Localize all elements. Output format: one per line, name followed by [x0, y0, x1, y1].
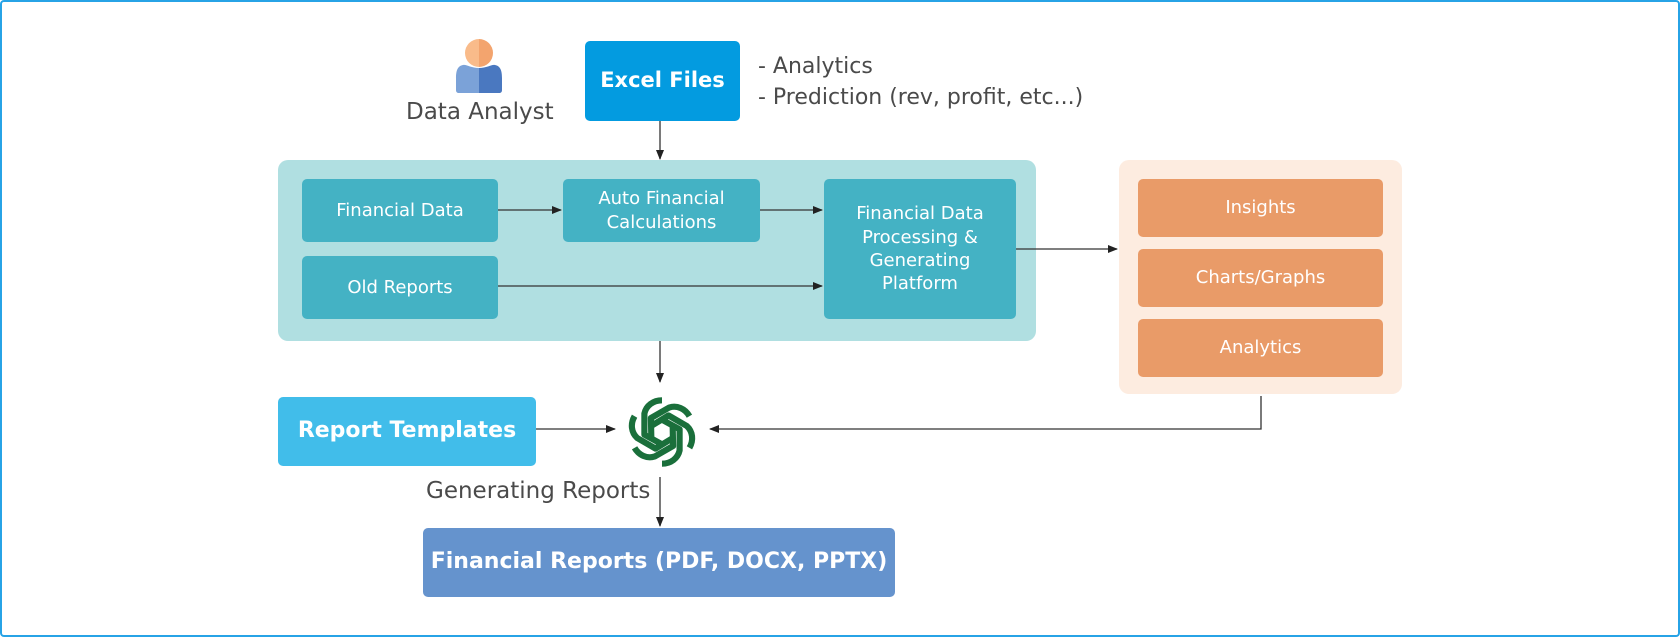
- openai-logo-icon: [618, 397, 706, 476]
- old-reports-box[interactable]: Old Reports: [302, 256, 498, 319]
- arrow-outputs-to-ai: [709, 396, 1262, 433]
- financial-data-box[interactable]: Financial Data: [302, 179, 498, 242]
- insights-box[interactable]: Insights: [1138, 179, 1383, 237]
- source-note-prediction: - Prediction (rev, profit, etc...): [758, 85, 1084, 110]
- generating-reports-caption: Generating Reports: [426, 478, 651, 504]
- platform-box[interactable]: Financial Data Processing & Generating P…: [824, 179, 1016, 319]
- source-note-analytics: - Analytics: [758, 54, 873, 79]
- auto-calculations-box[interactable]: Auto Financial Calculations: [563, 179, 760, 242]
- user-icon: [456, 39, 502, 93]
- charts-graphs-box[interactable]: Charts/Graphs: [1138, 249, 1383, 307]
- report-templates-box[interactable]: Report Templates: [278, 397, 536, 466]
- actor-label: Data Analyst: [406, 99, 554, 125]
- excel-files-box[interactable]: Excel Files: [585, 41, 740, 121]
- analytics-box[interactable]: Analytics: [1138, 319, 1383, 377]
- financial-reports-box[interactable]: Financial Reports (PDF, DOCX, PPTX): [423, 528, 895, 597]
